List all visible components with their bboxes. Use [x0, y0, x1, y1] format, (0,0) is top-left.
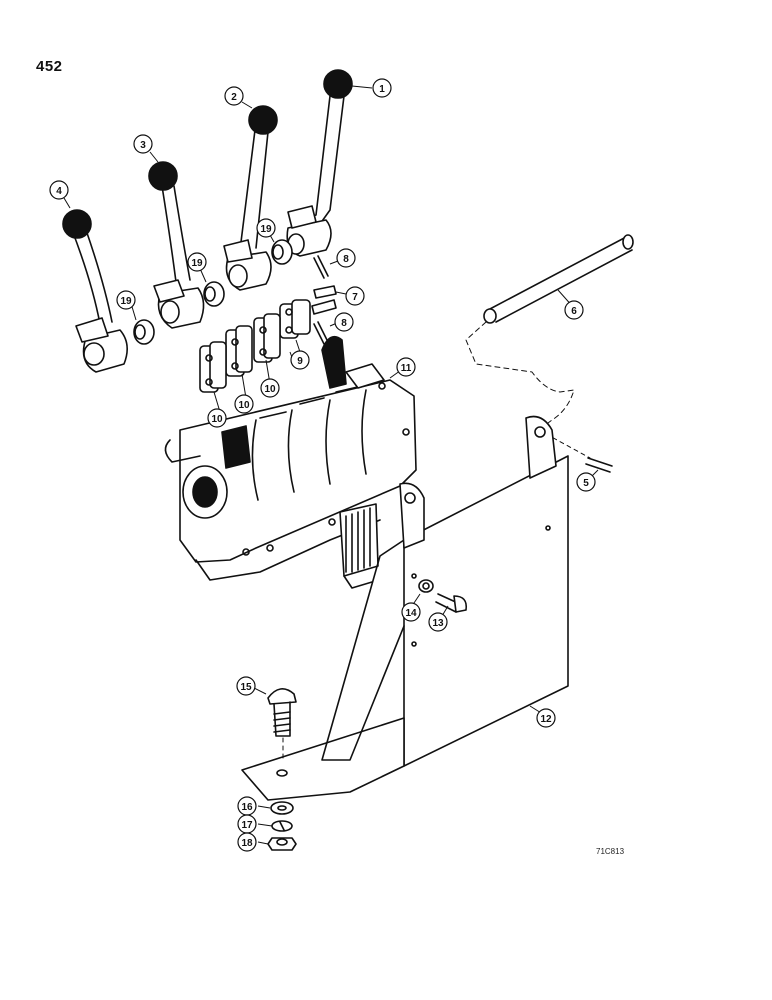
callout-17: 17 — [237, 814, 257, 834]
callout-7: 7 — [345, 286, 365, 306]
callout-5: 5 — [576, 472, 596, 492]
svg-text:5: 5 — [583, 478, 589, 489]
svg-text:6: 6 — [571, 306, 577, 317]
bolt-13 — [435, 593, 468, 613]
callout-11: 11 — [396, 357, 416, 377]
svg-text:3: 3 — [140, 140, 146, 151]
lock-washer-17 — [271, 820, 293, 832]
callout-16: 16 — [237, 796, 257, 816]
callout-8-upper: 8 — [336, 248, 356, 268]
callout-10-a: 10 — [207, 408, 227, 428]
callout-6: 6 — [564, 300, 584, 320]
lever-4 — [62, 209, 128, 373]
svg-text:12: 12 — [540, 714, 552, 725]
callout-2: 2 — [224, 86, 244, 106]
callout-18: 18 — [237, 832, 257, 852]
svg-text:13: 13 — [432, 618, 444, 629]
callout-19-b: 19 — [187, 252, 207, 272]
callout-3: 3 — [133, 134, 153, 154]
callout-8-lower: 8 — [334, 312, 354, 332]
lever-3 — [148, 161, 205, 329]
svg-text:4: 4 — [56, 186, 62, 197]
flat-washer-16 — [270, 801, 294, 815]
callout-9: 9 — [290, 350, 310, 370]
svg-text:10: 10 — [264, 384, 276, 395]
hex-nut-18 — [267, 837, 297, 851]
svg-text:10: 10 — [211, 414, 223, 425]
callout-10-b: 10 — [234, 394, 254, 414]
callout-12: 12 — [536, 708, 556, 728]
lockwasher-14 — [418, 579, 434, 593]
control-valve-11 — [164, 335, 417, 589]
svg-text:19: 19 — [191, 258, 203, 269]
svg-text:15: 15 — [240, 682, 252, 693]
callout-15: 15 — [236, 676, 256, 696]
callout-10-d: 10 — [0, 0, 12, 3]
callout-4: 4 — [49, 180, 69, 200]
bushing-19-a — [133, 319, 155, 345]
svg-text:18: 18 — [241, 838, 253, 849]
callout-14: 14 — [401, 602, 421, 622]
clevis-pin-7 — [311, 285, 337, 315]
link-9 — [279, 299, 311, 339]
svg-text:9: 9 — [297, 356, 303, 367]
shaft-6 — [483, 234, 634, 324]
bushing-19-c — [271, 239, 293, 265]
svg-text:11: 11 — [401, 363, 412, 374]
svg-text:1: 1 — [379, 84, 385, 95]
svg-text:2: 2 — [231, 92, 237, 103]
svg-text:14: 14 — [405, 608, 417, 619]
svg-text:8: 8 — [341, 318, 347, 329]
bolt-15 — [267, 688, 297, 761]
link-10-a — [253, 313, 281, 363]
svg-text:10: 10 — [238, 400, 250, 411]
svg-text:7: 7 — [352, 292, 358, 303]
callout-19-c: 19 — [256, 218, 276, 238]
svg-text:17: 17 — [241, 820, 253, 831]
callout-13: 13 — [428, 612, 448, 632]
svg-text:19: 19 — [120, 296, 132, 307]
callout-1: 1 — [372, 78, 392, 98]
mounting-bracket-12 — [241, 415, 569, 801]
svg-text:19: 19 — [260, 224, 272, 235]
lever-1 — [286, 69, 353, 257]
lever-2 — [223, 105, 278, 291]
drawing-id: 71C813 — [596, 847, 625, 856]
bushing-19-b — [203, 281, 225, 307]
cotter-pin-8-lower — [313, 321, 329, 345]
svg-text:8: 8 — [343, 254, 349, 265]
callout-10-c: 10 — [260, 378, 280, 398]
link-10-b — [225, 325, 253, 377]
page-number: 452 — [36, 58, 63, 75]
link-10-c — [199, 341, 227, 393]
shaft-path-line — [465, 321, 575, 427]
cotter-pin-8-upper — [313, 255, 329, 279]
svg-text:16: 16 — [241, 802, 253, 813]
callout-19-a: 19 — [116, 290, 136, 310]
